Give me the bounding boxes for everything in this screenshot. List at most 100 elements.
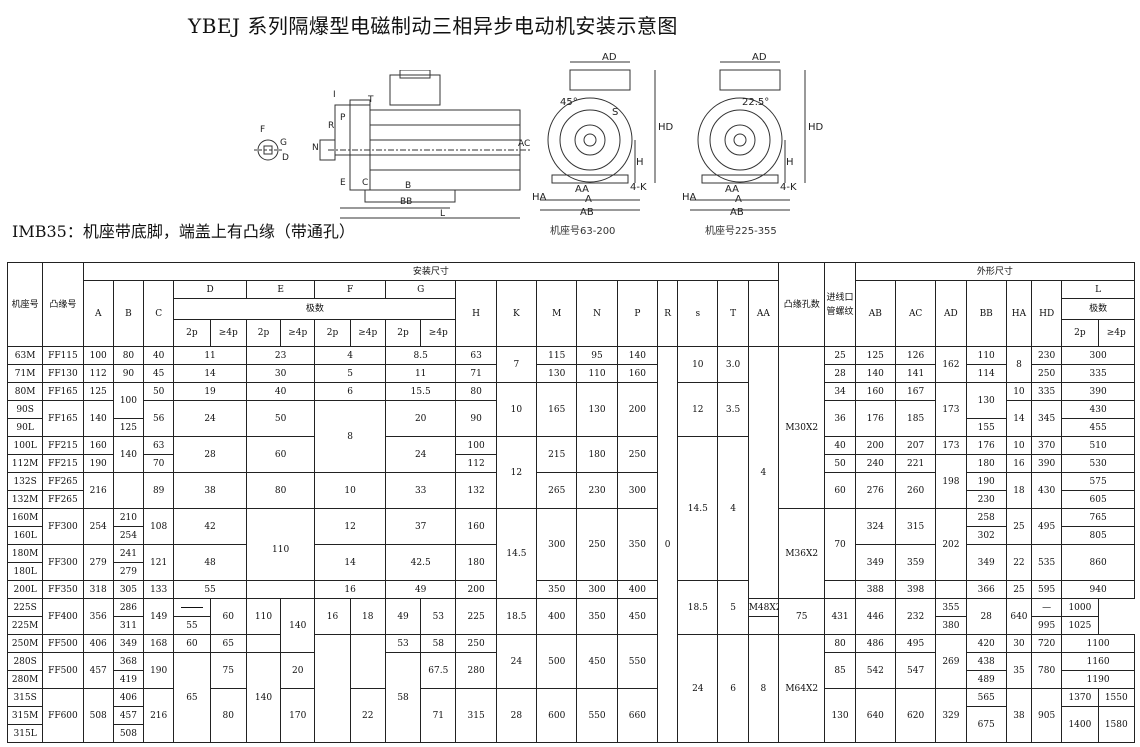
table-cell: FF600 [42, 688, 84, 743]
table-cell: 230 [1031, 346, 1063, 365]
table-cell: 33 [384, 472, 457, 509]
drawing-caption-right: 机座号225-355 [705, 226, 777, 237]
table-cell: 250 [455, 634, 497, 653]
table-cell: 115 [536, 346, 578, 365]
table-cell: 805 [1061, 526, 1135, 545]
table-cell: 495 [894, 634, 937, 653]
table-cell: 250 [616, 436, 659, 473]
table-cell: 660 [616, 688, 659, 743]
table-cell: 225 [455, 598, 497, 635]
svg-text:AB: AB [730, 207, 744, 218]
table-cell: 18 [314, 634, 351, 743]
table-cell: 765 [1061, 508, 1135, 527]
table-header-row: 极数 极数 [8, 298, 1135, 320]
svg-text:B: B [405, 181, 411, 191]
table-cell: 30 [245, 364, 316, 383]
table-cell: 345 [1031, 400, 1063, 437]
table-cell: 600 [536, 688, 578, 743]
dimension-table: 机座号 凸缘号 安装尺寸 凸缘孔数 进线口管螺纹 外形尺寸 A B C D E … [6, 262, 1136, 743]
svg-text:C: C [362, 178, 368, 188]
table-cell: 34 [824, 382, 856, 401]
table-cell: 16 [314, 580, 386, 599]
table-cell: 133 [143, 580, 175, 599]
table-cell: 350 [576, 598, 618, 635]
table-cell: 180L [6, 562, 44, 581]
table-cell: A [82, 280, 114, 347]
table-cell: 430 [1061, 400, 1135, 419]
table-cell: 25 [824, 346, 856, 365]
table-cell: 16 [314, 598, 351, 635]
table-cell: 63 [455, 346, 497, 365]
table-cell: 1370 [1061, 688, 1099, 707]
table-cell: 4 [314, 346, 386, 365]
table-cell: 24 [384, 436, 457, 473]
table-cell: 100 [112, 382, 145, 419]
table-cell: 2p [1061, 319, 1099, 347]
table-cell: 160 [82, 436, 114, 455]
table-cell: 12 [495, 436, 538, 509]
table-cell: 305 [112, 580, 145, 599]
table-cell: AD [935, 280, 967, 347]
table-cell: 14 [1005, 400, 1033, 437]
table-cell: 356 [82, 598, 114, 635]
table-cell: 780 [1031, 652, 1063, 689]
table-cell: 160M [6, 508, 44, 527]
table-cell: 370 [1031, 436, 1063, 455]
table-cell: 63 [143, 436, 175, 455]
table-cell: 535 [1031, 544, 1063, 581]
table-cell: 75 [209, 652, 247, 689]
table-cell: 359 [894, 544, 937, 581]
svg-text:AA: AA [575, 184, 589, 195]
table-cell: 15.5 [384, 382, 457, 401]
table-cell: 455 [1061, 418, 1135, 437]
table-cell: 905 [1031, 688, 1063, 743]
table-cell: 190 [82, 454, 114, 473]
table-cell: 8 [1005, 346, 1033, 383]
table-cell: 71 [455, 364, 497, 383]
svg-text:S: S [612, 107, 618, 118]
table-cell: 132S [6, 472, 44, 491]
table-cell: 141 [894, 364, 937, 383]
table-cell: 12 [677, 382, 719, 437]
table-cell: 265 [536, 472, 578, 509]
header-install: 安装尺寸 [82, 262, 780, 281]
table-cell: 860 [1061, 544, 1135, 581]
table-cell: 160 [854, 382, 896, 401]
table-cell: 419 [112, 670, 145, 689]
table-cell: 162 [935, 346, 967, 383]
table-cell: AB [854, 280, 896, 347]
table-cell: 19 [173, 382, 247, 401]
table-cell: 269 [935, 634, 967, 689]
table-cell: 130 [536, 364, 578, 383]
table-cell: 225S [6, 598, 44, 617]
table-cell: T [717, 280, 749, 347]
table-cell: 70 [824, 580, 856, 599]
table-cell: 12 [314, 508, 386, 545]
table-cell: 10 [495, 382, 538, 437]
table-cell: 140 [245, 652, 282, 743]
table-cell: 286 [112, 598, 145, 617]
table-cell: 279 [112, 562, 145, 581]
table-cell: 112 [455, 454, 497, 473]
table-row: 225S FF400 356 286 149 60 110 140 16 18 … [6, 598, 1135, 653]
table-cell: 318 [82, 580, 114, 599]
table-cell: 8 [314, 400, 386, 473]
table-cell: 90L [6, 418, 44, 437]
table-cell: 28 [173, 436, 247, 473]
table-cell: FF165 [42, 382, 84, 401]
table-cell: 398 [894, 580, 937, 599]
table-cell: 258 [965, 508, 1007, 527]
svg-text:A: A [585, 194, 592, 205]
table-cell: 50 [245, 400, 316, 437]
table-cell: 0 [656, 346, 679, 743]
table-cell: 45 [143, 364, 175, 383]
table-cell: 100 [455, 436, 497, 455]
table-cell [245, 580, 316, 599]
svg-text:I: I [333, 90, 336, 100]
table-cell: 300 [616, 472, 659, 509]
table-cell: 420 [965, 634, 1007, 653]
